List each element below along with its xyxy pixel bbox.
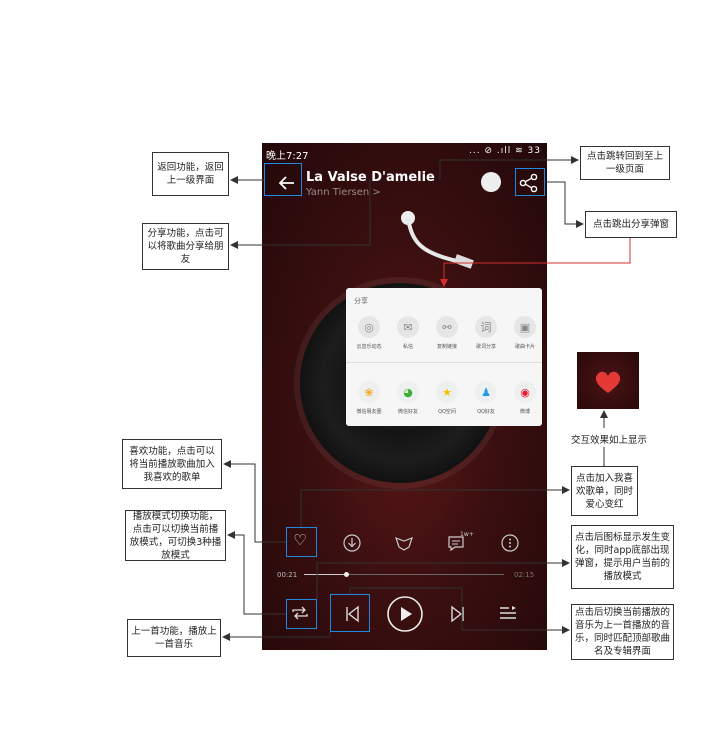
- share-option-qq[interactable]: ♟ QQ好友: [469, 381, 503, 415]
- annotation-previous-effect: 点击后切换当前播放的音乐为上一首播放的音乐，同时匹配顶部歌曲名及专辑界面: [571, 604, 674, 660]
- share-popup: 分享 ◎ 云音乐动态 ✉ 私信 ⚯ 复制链接 词歌词分享 ▣ 歌曲卡片 ❀ 微信朋友圈 ◕ 微信好友 ★…: [346, 288, 542, 426]
- heart-icon[interactable]: ♡: [293, 531, 307, 549]
- highlight-mode: [286, 599, 317, 629]
- progress-fill: [304, 574, 346, 575]
- sound-effect-icon[interactable]: [393, 532, 415, 554]
- share-option-qzone[interactable]: ★ QQ空间: [430, 381, 464, 415]
- play-button[interactable]: [385, 594, 425, 634]
- status-icons: ... ⊘ .ıll ≋ 33: [469, 146, 541, 156]
- song-title: La Valse D'amelie: [306, 170, 435, 185]
- annotation-like: 喜欢功能，点击可以将当前播放歌曲加入我喜欢的歌单: [122, 439, 222, 489]
- red-heart-icon: [595, 371, 621, 393]
- share-option-label: QQ好友: [477, 409, 495, 415]
- share-option-wechat-moments[interactable]: ❀ 微信朋友圈: [352, 381, 386, 415]
- share-option-label: 微信好友: [397, 409, 418, 415]
- annotation-share-popup: 点击跳出分享弹窗: [585, 211, 677, 238]
- share-option-netease-music[interactable]: ◎ 云音乐动态: [352, 316, 386, 350]
- share-option-wechat[interactable]: ◕ 微信好友: [391, 381, 425, 415]
- highlight-back: [264, 163, 302, 196]
- annotation-previous: 上一首功能，播放上一首音乐: [127, 619, 221, 657]
- tonearm-knob: [481, 172, 501, 192]
- comment-icon[interactable]: [445, 532, 467, 554]
- share-option-mail[interactable]: ✉ 私信: [391, 316, 425, 350]
- previous-icon[interactable]: [340, 602, 364, 626]
- repeat-mode-icon[interactable]: [288, 601, 312, 625]
- share-option-label: 歌词分享: [475, 344, 496, 350]
- qq-icon: ♟: [475, 381, 497, 403]
- interaction-caption: 交互效果如上显示: [571, 435, 648, 446]
- current-time: 00:21: [277, 571, 298, 579]
- playlist-icon[interactable]: [496, 602, 520, 626]
- image-icon: ▣: [514, 316, 536, 338]
- annotation-jump-back: 点击跳转回到至上一级页面: [580, 146, 670, 180]
- share-icon[interactable]: [517, 171, 541, 195]
- share-option-label: 云音乐动态: [356, 344, 382, 350]
- tonearm: [401, 211, 474, 269]
- status-bar: 晚上7:27 ... ⊘ .ıll ≋ 33: [262, 143, 547, 163]
- wechat-icon: ◕: [397, 381, 419, 403]
- progress-bar[interactable]: [304, 572, 504, 577]
- total-time: 02:15: [514, 571, 535, 579]
- lyrics-icon: 词: [475, 316, 497, 338]
- annotation-mode-effect: 点击后图标显示发生变化，同时app底部出现弹窗，提示用户当前的播放模式: [571, 525, 674, 589]
- next-icon[interactable]: [446, 602, 470, 626]
- annotation-play-mode: 播放模式切换功能，点击可以切换当前播放模式，可切换3种播放模式: [125, 510, 226, 561]
- share-option-label: 复制链接: [436, 344, 457, 350]
- netease-music-icon: ◎: [358, 316, 380, 338]
- download-icon[interactable]: [341, 532, 363, 554]
- annotation-share-function: 分享功能，点击可以将歌曲分享给朋友: [142, 223, 229, 270]
- highlight-heart: [286, 527, 317, 557]
- share-option-label: 微信朋友圈: [356, 409, 382, 415]
- share-option-weibo[interactable]: ◉ 微博: [508, 381, 542, 415]
- share-option-label: 微博: [519, 409, 530, 415]
- highlight-share: [515, 168, 545, 196]
- comment-count: 1w+: [460, 531, 474, 538]
- heart-demo-image: [577, 352, 639, 409]
- annotation-like-effect: 点击加入我喜欢歌单，同时爱心变红: [571, 466, 638, 516]
- back-arrow-icon[interactable]: [272, 168, 302, 198]
- artist-name[interactable]: Yann Tiersen >: [306, 187, 381, 198]
- more-icon[interactable]: [499, 532, 521, 554]
- share-option-label: 私信: [402, 344, 413, 350]
- status-time: 晚上7:27: [266, 151, 309, 162]
- share-divider: [346, 362, 542, 363]
- link-icon: ⚯: [436, 316, 458, 338]
- share-option-image[interactable]: ▣ 歌曲卡片: [508, 316, 542, 350]
- share-option-lyrics[interactable]: 词歌词分享: [469, 316, 503, 350]
- qzone-icon: ★: [436, 381, 458, 403]
- share-option-link[interactable]: ⚯ 复制链接: [430, 316, 464, 350]
- share-option-label: QQ空间: [438, 409, 456, 415]
- mail-icon: ✉: [397, 316, 419, 338]
- weibo-icon: ◉: [514, 381, 536, 403]
- annotation-back: 返回功能，返回上一级界面: [152, 152, 229, 196]
- progress-thumb[interactable]: [343, 572, 349, 577]
- highlight-previous: [330, 594, 370, 632]
- share-popup-title: 分享: [354, 297, 368, 305]
- wechat-moments-icon: ❀: [358, 381, 380, 403]
- share-option-label: 歌曲卡片: [514, 344, 535, 350]
